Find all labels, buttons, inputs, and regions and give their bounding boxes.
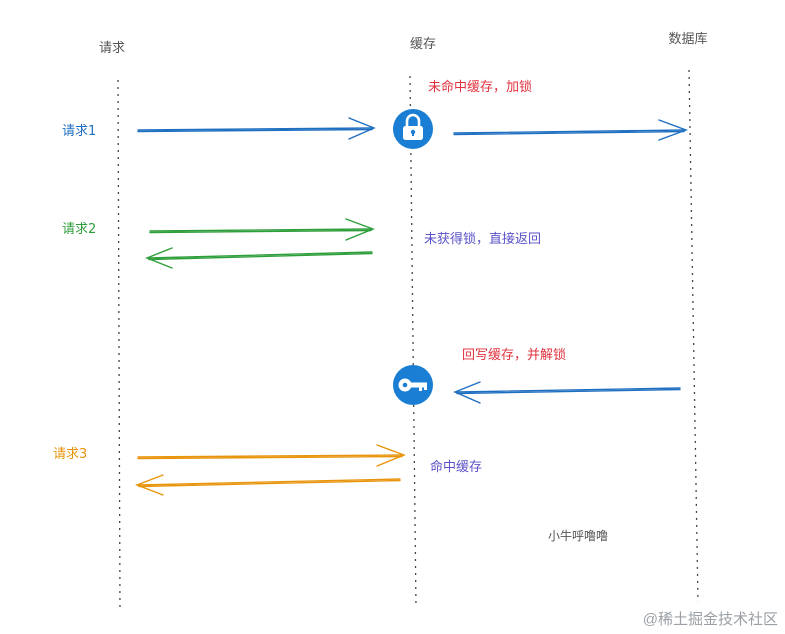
arrow-cache-to-r2 — [145, 247, 373, 269]
note-write-unlock: 回写缓存，并解锁 — [462, 347, 566, 363]
key-icon — [393, 365, 433, 405]
request-3-label: 请求3 — [53, 447, 87, 462]
lock-icon — [393, 109, 433, 149]
author-signature: 小牛呼噜噜 — [548, 528, 608, 543]
arrow-cache-to-r3 — [135, 474, 401, 496]
note-miss-lock: 未命中缓存，加锁 — [428, 79, 532, 95]
note-no-lock-return: 未获得锁，直接返回 — [424, 231, 541, 247]
note-hit-cache: 命中缓存 — [430, 459, 482, 475]
arrow-db-to-cache — [453, 381, 681, 404]
arrow-cache-to-db — [453, 119, 689, 141]
request-1-label: 请求1 — [62, 124, 96, 139]
arrow-r1-to-cache — [137, 117, 376, 140]
arrow-r3-to-cache — [137, 444, 406, 467]
lifeline-database — [688, 69, 699, 603]
arrow-r2-to-cache — [149, 218, 375, 241]
watermark: @稀土掘金技术社区 — [643, 611, 778, 628]
lane-label-client: 请求 — [99, 41, 125, 56]
lane-label-cache: 缓存 — [410, 37, 436, 52]
lifeline-cache — [409, 75, 417, 609]
lane-label-database: 数据库 — [668, 31, 707, 47]
request-2-label: 请求2 — [62, 222, 96, 237]
lifeline-client — [117, 79, 121, 613]
